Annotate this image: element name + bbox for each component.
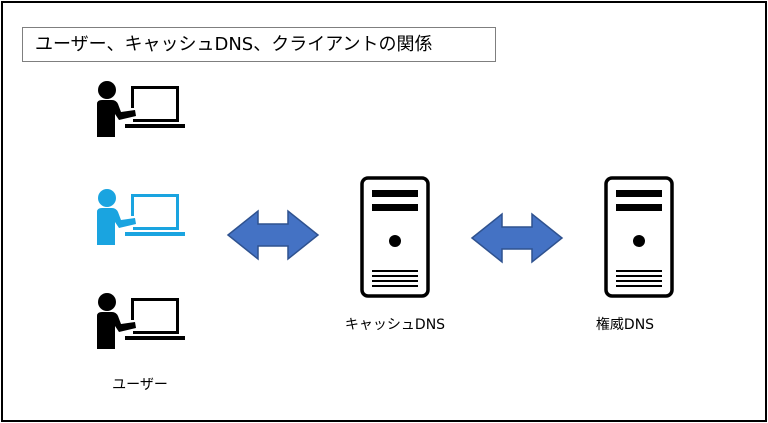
user-icon-top: [97, 81, 185, 137]
cache-dns-label: キャッシュDNS: [344, 317, 446, 333]
double-arrow-icon-cache-auth: [471, 213, 563, 263]
server-icon-authoritative-dns: [604, 176, 674, 298]
authoritative-dns-label: 権威DNS: [595, 317, 655, 333]
user-icon-highlighted: [97, 189, 185, 245]
user-icon-bottom: [97, 293, 185, 349]
user-label: ユーザー: [112, 377, 168, 393]
double-arrow-icon-user-cache: [227, 210, 319, 260]
diagram-title: ユーザー、キャッシュDNS、クライアントの関係: [22, 27, 496, 62]
server-icon-cache-dns: [360, 176, 430, 298]
